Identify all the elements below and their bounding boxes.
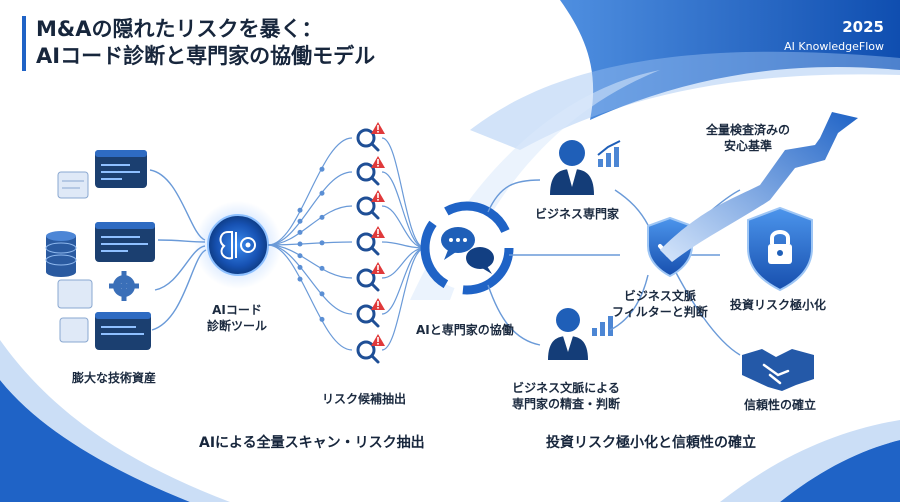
all-inspected-label-line1: 全量検査済みの bbox=[706, 123, 791, 137]
filter-label-line1: ビジネス文脈 bbox=[623, 289, 696, 303]
fanin-curve bbox=[381, 137, 426, 249]
ai-tool-label: AIコード 診断ツール bbox=[207, 302, 267, 334]
business-expert-label: ビジネス専門家 bbox=[535, 207, 620, 221]
filter-label: ビジネス文脈 フィルターと判断 bbox=[612, 288, 708, 320]
collaboration-hub bbox=[420, 201, 514, 295]
flow-dot bbox=[319, 240, 325, 246]
ai-brain-icon bbox=[207, 214, 269, 276]
top-right-wave-light bbox=[470, 51, 900, 150]
fanin-curve bbox=[381, 247, 426, 351]
flow-dot bbox=[319, 291, 325, 297]
growth-chart-icon bbox=[597, 140, 621, 167]
database-icon bbox=[45, 231, 77, 277]
flow-dot bbox=[297, 276, 303, 282]
filter-label-line2: フィルターと判断 bbox=[612, 305, 708, 320]
candidate-to-hub-flows bbox=[381, 137, 426, 351]
fanin-curve bbox=[381, 247, 426, 279]
fanin-curve bbox=[381, 205, 426, 249]
bottom-caption-right: 投資リスク極小化と信頼性の確立 bbox=[546, 435, 756, 451]
magnifier-warning-icon bbox=[356, 156, 385, 186]
fanout-curve bbox=[267, 241, 353, 246]
fanin-curve bbox=[381, 241, 426, 249]
ai-to-candidate-flows bbox=[267, 137, 353, 351]
magnifier-warning-icon bbox=[356, 298, 385, 328]
bottom-right-wave bbox=[780, 440, 900, 502]
handshake-icon bbox=[742, 349, 814, 391]
fanin-curve bbox=[381, 247, 426, 315]
fanout-curve bbox=[267, 171, 353, 246]
fanout-curve bbox=[267, 244, 353, 351]
flow-dot bbox=[297, 218, 303, 224]
top-right-wave bbox=[560, 0, 900, 120]
businessman-icon bbox=[548, 308, 588, 360]
fanout-curve bbox=[267, 244, 353, 279]
chat-bubbles-icon bbox=[441, 227, 494, 274]
flow-dot bbox=[319, 265, 325, 271]
all-inspected-label: 全量検査済みの 安心基準 bbox=[706, 122, 790, 154]
bottom-left-wave bbox=[0, 380, 190, 502]
fanout-curve bbox=[267, 205, 353, 246]
flow-dot bbox=[319, 166, 325, 172]
ai-tool-label-line2: 診断ツール bbox=[207, 319, 268, 334]
magnifier-warning-icon bbox=[356, 262, 385, 292]
padlock-shield-icon bbox=[747, 206, 813, 292]
risk-candidates-label: リスク候補抽出 bbox=[322, 392, 407, 406]
flow-dot bbox=[319, 316, 325, 322]
expert-review-label-line2: 専門家の精査・判断 bbox=[512, 397, 621, 412]
magnifier-warning-icon bbox=[356, 190, 385, 220]
growth-chart-icon bbox=[592, 316, 613, 336]
assets-cluster bbox=[45, 150, 155, 350]
flow-dot bbox=[297, 207, 303, 213]
risk-candidates bbox=[356, 122, 385, 364]
flow-dot bbox=[297, 241, 303, 247]
fanin-curve bbox=[381, 171, 426, 249]
gear-icon bbox=[109, 271, 139, 301]
hub-to-expert-flows bbox=[487, 179, 620, 346]
businessman-icon bbox=[550, 140, 594, 195]
bottom-caption-left: AIによる全量スキャン・リスク抽出 bbox=[199, 435, 425, 451]
expert-review-label-line1: ビジネス文脈による bbox=[512, 381, 620, 395]
upward-arrow-icon bbox=[660, 112, 858, 262]
flow-dot bbox=[297, 253, 303, 259]
bottom-left-wave-light bbox=[0, 340, 230, 502]
magnifier-warning-icon bbox=[356, 334, 385, 364]
flow-dot bbox=[319, 190, 325, 196]
flow-dot bbox=[297, 264, 303, 270]
expert-review-label: ビジネス文脈による 専門家の精査・判断 bbox=[512, 380, 620, 412]
year-label: 2025 bbox=[842, 18, 884, 36]
flow-dot bbox=[297, 229, 303, 235]
brand-label: AI KnowledgeFlow bbox=[784, 40, 884, 53]
code-window-icon bbox=[95, 312, 151, 350]
magnifier-warning-icon bbox=[356, 122, 385, 152]
all-inspected-label-line2: 安心基準 bbox=[724, 139, 773, 154]
collaboration-label: AIと専門家の協働 bbox=[416, 323, 514, 337]
risk-min-label: 投資リスク極小化 bbox=[730, 298, 827, 312]
assets-label: 膨大な技術資産 bbox=[72, 371, 157, 385]
fanout-curve bbox=[267, 244, 353, 315]
title-line-2: AIコード診断と専門家の協働モデル bbox=[36, 44, 376, 69]
magnifier-warning-icon bbox=[356, 226, 385, 256]
title-line-1: M&Aの隠れたリスクを暴く： bbox=[36, 17, 323, 41]
page-title: M&Aの隠れたリスクを暴く： AIコード診断と専門家の協働モデル bbox=[22, 16, 375, 71]
trust-label: 信頼性の確立 bbox=[744, 398, 817, 412]
ai-tool-label-line1: AIコード bbox=[212, 303, 262, 317]
fanout-curve bbox=[267, 137, 353, 246]
flow-dot bbox=[319, 214, 325, 220]
bottom-right-wave-light bbox=[720, 420, 900, 502]
